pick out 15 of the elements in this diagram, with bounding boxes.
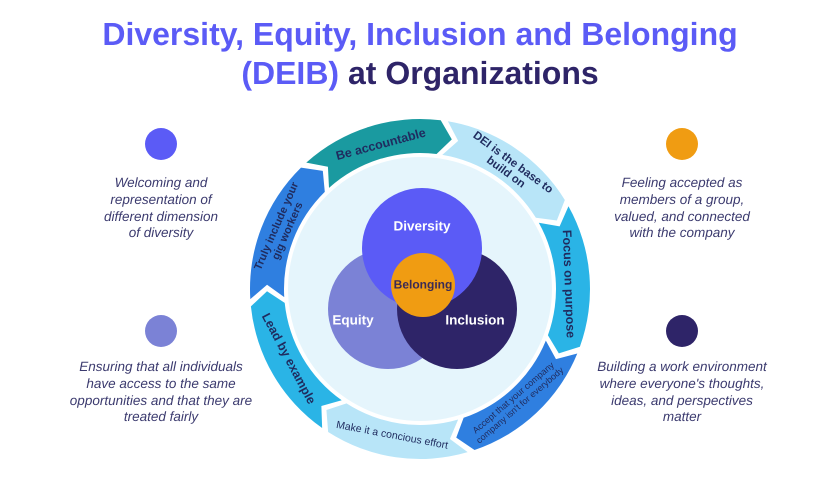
circle-label: Diversity — [393, 220, 451, 234]
curved-arrow-segment — [306, 119, 452, 188]
circle-label: Belonging — [394, 278, 452, 292]
circle-label: Inclusion — [445, 314, 505, 328]
legend-text: Welcoming and representation of different dimension of diversity — [102, 175, 220, 242]
segment-label: Make it a concious effort — [334, 420, 450, 454]
circle-label: Equity — [332, 314, 374, 328]
curved-arrow-segment — [250, 167, 325, 300]
title: Diversity, Equity, Inclusion and Belonging (DEIB) at Organizations — [101, 15, 739, 93]
legend-text: Feeling accepted as members of a group, valued, and connected with the company — [613, 175, 752, 242]
curved-arrow-segment — [326, 403, 468, 459]
curved-arrow-segment — [538, 206, 590, 354]
legend-text: Ensuring that all individuals have access to the same opportunities and that they are treated fairly — [68, 359, 254, 426]
legend-text: Building a work environment where everyone's thoughts, ideas, and perspectives matter — [597, 359, 767, 426]
segment-label: Focus on purpose — [558, 228, 577, 340]
